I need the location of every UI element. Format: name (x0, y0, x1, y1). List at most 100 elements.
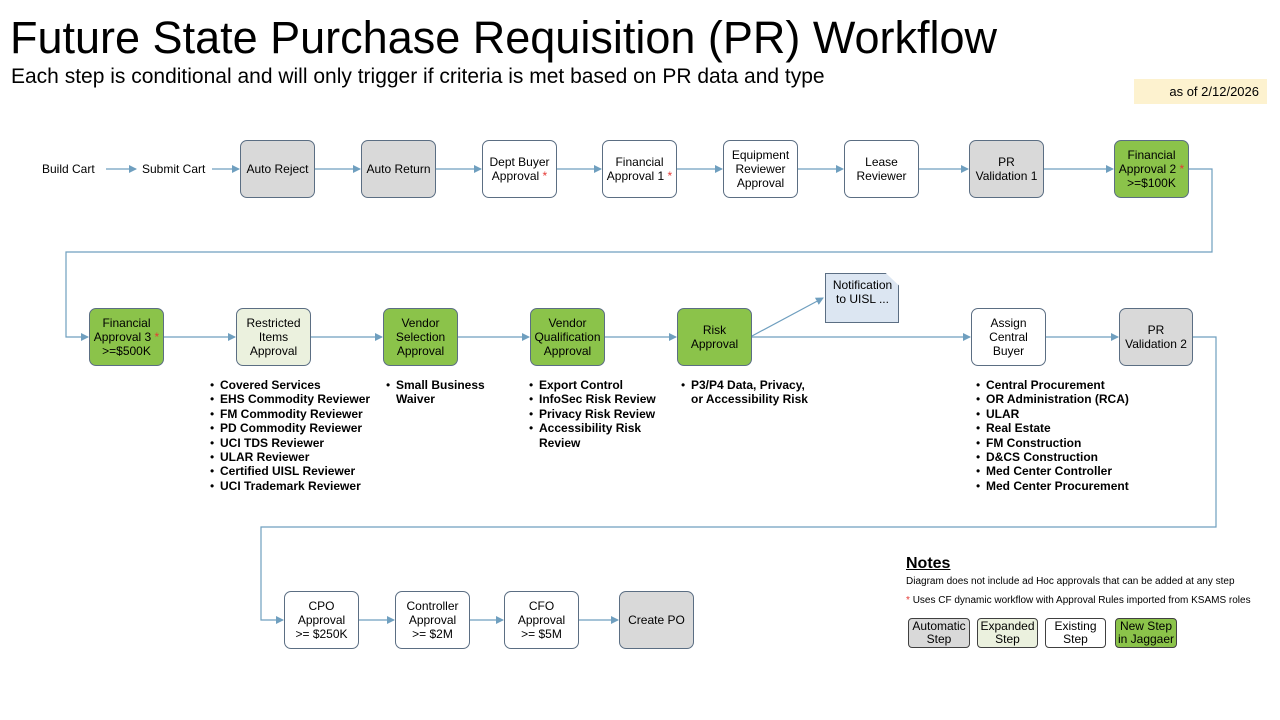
notes-line-adhoc: Diagram does not include ad Hoc approval… (906, 576, 1235, 587)
legend-label-line: Step (926, 632, 952, 646)
step-label-line: Central (989, 330, 1028, 344)
legend-label-line: Step (995, 632, 1020, 646)
pr-validation-1-step: PR Validation 1 (969, 140, 1044, 198)
step-label-line: >= $5M (521, 627, 562, 641)
arrow-risk-to-notification (751, 297, 824, 337)
controller-approval-step: Controller Approval >= $2M (395, 591, 470, 649)
legend-label-line: Automatic (912, 619, 966, 633)
step-label-line: Approval (408, 613, 457, 627)
step-label-line: >=$100K (1127, 176, 1176, 190)
step-label-line: Assign (990, 316, 1027, 330)
create-po-step: Create PO (619, 591, 694, 649)
list-item: PD Commodity Reviewer (210, 421, 370, 436)
step-label-line: Buyer (992, 344, 1025, 358)
step-label-line: Dept Buyer (489, 155, 550, 169)
auto-return-step: Auto Return (361, 140, 436, 198)
list-item: Med Center Procurement (976, 479, 1129, 494)
step-label-line: Approval (736, 176, 785, 190)
step-label-line: Validation 1 (975, 169, 1038, 183)
step-label-line: Approval (517, 613, 566, 627)
step-label-line: Approval (690, 337, 739, 351)
step-label-line: to UISL ... (836, 292, 889, 306)
list-item: P3/P4 Data, Privacy, or Accessibility Ri… (681, 378, 816, 407)
central-buyer-list: Central Procurement OR Administration (R… (976, 378, 1129, 494)
step-label-line: Equipment (731, 148, 790, 162)
auto-reject-step: Auto Reject (240, 140, 315, 198)
list-item: Export Control (529, 378, 661, 393)
step-label-line: CFO (528, 599, 555, 613)
step-label-line: >= $250K (295, 627, 348, 641)
required-star: * (154, 330, 160, 344)
page-subtitle: Each step is conditional and will only t… (11, 65, 825, 88)
as-of-date: as of 2/12/2026 (1134, 79, 1267, 104)
step-label-line: Approval 3 (93, 330, 152, 344)
financial-approval-2-step: Financial Approval 2 * >=$100K (1114, 140, 1189, 198)
step-label: Create PO (628, 613, 685, 627)
step-label-line: Approval 2 (1118, 162, 1177, 176)
list-item: Privacy Risk Review (529, 407, 661, 422)
dept-buyer-approval-step: Dept Buyer Approval * (482, 140, 557, 198)
step-label-line: Approval (249, 344, 298, 358)
step-label-line: PR (998, 155, 1015, 169)
assign-central-buyer-step: Assign Central Buyer (971, 308, 1046, 366)
notes-line-text: Uses CF dynamic workflow with Approval R… (912, 595, 1251, 606)
list-item: Med Center Controller (976, 464, 1129, 479)
legend-label-line: New Step (1119, 619, 1172, 633)
submit-cart-label: Submit Cart (142, 162, 206, 176)
pr-validation-2-step: PR Validation 2 (1119, 308, 1193, 366)
step-label-line: Items (258, 330, 289, 344)
arrow-row1-to-row2 (65, 168, 1213, 341)
step-label-line: Controller (406, 599, 459, 613)
step-label: Auto Reject (246, 162, 309, 176)
list-item: Real Estate (976, 421, 1129, 436)
cfo-approval-step: CFO Approval >= $5M (504, 591, 579, 649)
restricted-items-approval-step: Restricted Items Approval (236, 308, 311, 366)
notification-to-uisl-document: Notification to UISL ... (825, 273, 899, 323)
legend-label-line: Existing (1054, 619, 1097, 633)
step-label-line: Vendor (401, 316, 440, 330)
list-item: UCI Trademark Reviewer (210, 479, 370, 494)
step-label: Auto Return (366, 162, 431, 176)
page-title: Future State Purchase Requisition (PR) W… (10, 12, 998, 63)
required-star: * (667, 169, 673, 183)
list-item: Small Business Waiver (386, 378, 494, 407)
step-label-line: Approval 1 (606, 169, 665, 183)
list-item: Certified UISL Reviewer (210, 464, 370, 479)
step-label-line: Approval (491, 169, 540, 183)
legend-existing-step: Existing Step (1045, 618, 1106, 648)
notes-line-dynamic-workflow: * Uses CF dynamic workflow with Approval… (906, 595, 1251, 607)
list-item: Central Procurement (976, 378, 1129, 393)
vendor-qualification-approval-step: Vendor Qualification Approval (530, 308, 605, 366)
step-label-line: Approval (543, 344, 592, 358)
list-item: FM Construction (976, 436, 1129, 451)
step-label-line: Reviewer (856, 169, 907, 183)
required-star: * (906, 595, 910, 606)
list-item: OR Administration (RCA) (976, 392, 1129, 407)
legend-label-line: Expanded (980, 619, 1035, 633)
legend-expanded-step: Expanded Step (977, 618, 1038, 648)
lease-reviewer-step: Lease Reviewer (844, 140, 919, 198)
vendor-selection-approval-step: Vendor Selection Approval (383, 308, 458, 366)
step-label-line: Financial (102, 316, 151, 330)
list-item: Accessibility Risk Review (529, 421, 661, 450)
step-label-line: Approval (396, 344, 445, 358)
build-cart-label: Build Cart (42, 162, 95, 176)
legend-label-line: Step (1063, 632, 1088, 646)
legend-automatic-step: Automatic Step (908, 618, 970, 648)
list-item: ULAR (976, 407, 1129, 422)
restricted-items-reviewer-list: Covered Services EHS Commodity Reviewer … (210, 378, 370, 494)
list-item: ULAR Reviewer (210, 450, 370, 465)
legend-new-step: New Step in Jaggaer (1115, 618, 1177, 648)
legend-label-line: in Jaggaer (1117, 632, 1175, 646)
step-label-line: Qualification (534, 330, 601, 344)
vendor-qualification-list: Export Control InfoSec Risk Review Priva… (529, 378, 661, 450)
step-label-line: Financial (615, 155, 664, 169)
step-label-line: Restricted (246, 316, 301, 330)
cpo-approval-step: CPO Approval >= $250K (284, 591, 359, 649)
step-label-line: Lease (865, 155, 898, 169)
required-star: * (1179, 162, 1185, 176)
step-label-line: Reviewer (735, 162, 786, 176)
required-star: * (542, 169, 548, 183)
step-label-line: Validation 2 (1125, 337, 1187, 351)
